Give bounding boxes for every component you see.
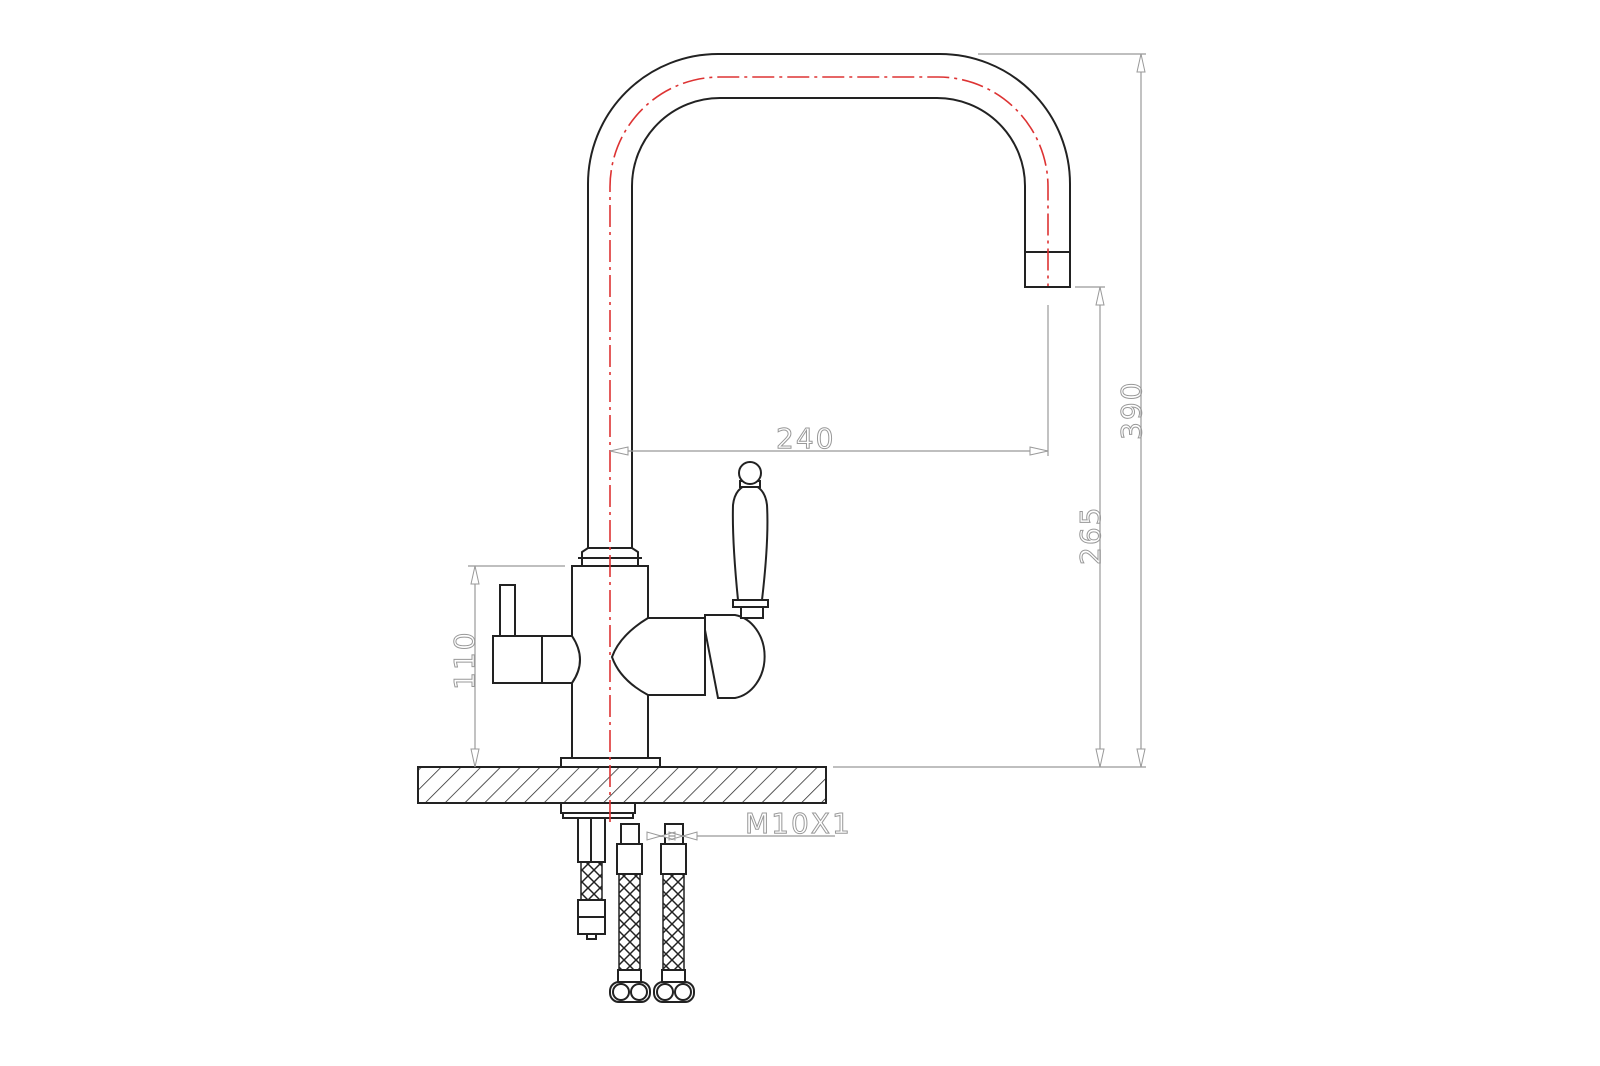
dimension-spout-height: 265: [1074, 506, 1107, 565]
under-counter-fittings: [560, 802, 695, 1003]
supply-hose-right: [653, 823, 695, 1003]
left-lever: [499, 584, 516, 638]
centerline: [609, 76, 1049, 822]
spout: [587, 53, 1071, 550]
dimension-body-height: 110: [448, 631, 481, 690]
dimension-total-height: 390: [1115, 381, 1148, 440]
lever-handle: [731, 461, 769, 619]
dimension-thread: M10X1: [745, 807, 852, 840]
supply-hose-left: [609, 823, 651, 1003]
countertop-section: [417, 766, 827, 804]
faucet-body: [492, 461, 769, 768]
dimension-spout-reach: 240: [776, 422, 835, 455]
dimension-lines: [468, 53, 1146, 841]
